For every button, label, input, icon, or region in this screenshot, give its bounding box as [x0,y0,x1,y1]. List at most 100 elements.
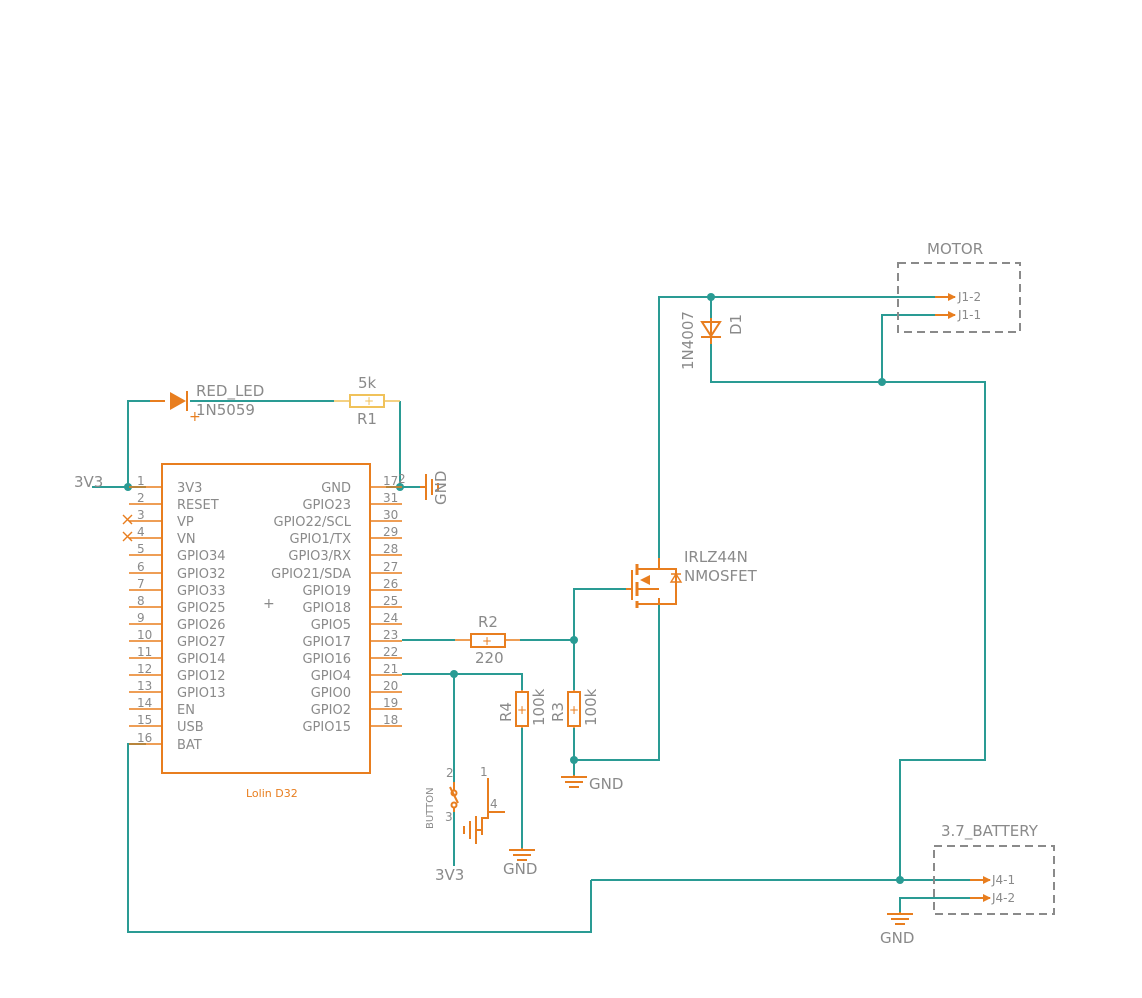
mcu-pin-number: 1 [137,474,145,488]
mcu-origin-cross: + [263,596,275,612]
mcu-pin-label: BAT [177,738,202,753]
mcu-pin-number: 4 [137,525,145,539]
led-value: 1N5059 [196,401,255,419]
mcu-pin-label: GPIO18 [302,601,351,616]
junctions [124,293,904,884]
mcu-pin-number: 14 [137,696,152,710]
mcu-pin-label: GPIO22/SCL [274,515,352,530]
button-pin3: 3 [445,810,453,824]
r1-name: R1 [357,410,377,428]
mcu-pin-label: GPIO32 [177,567,226,582]
mcu-pin-left[interactable]: 1 3V3 [129,474,202,496]
mcu-pin-label: EN [177,703,195,718]
motor-connector[interactable]: MOTOR J1-2 J1-1 [897,240,1021,333]
wire-drain [658,296,711,558]
mcu-pin-number: 9 [137,611,145,625]
gnd-symbol-r3: GND [561,775,623,793]
mcu-pin-label: 3V3 [177,481,202,496]
wire-motor-j11 [881,314,948,382]
mcu-pin-number: 18 [383,713,398,727]
mcu-pin-label: VN [177,532,196,547]
mcu-pin-number: 7 [137,577,145,591]
mcu-pin-label: GPIO25 [177,601,226,616]
red-led[interactable]: RED_LED 1N5059 + [150,382,264,425]
resistor-r3[interactable]: + R3 100k [549,688,600,728]
r4-value: 100k [530,688,548,726]
gnd-symbol-r4: GND [503,848,537,878]
r3-name: R3 [549,702,567,722]
mcu-pin-label: VP [177,515,194,530]
resistor-r1[interactable]: + 5k R1 [334,374,400,428]
mcu-pin-number: 28 [383,542,398,556]
mcu-pin-label: GPIO0 [311,686,351,701]
wire-gate [573,588,626,640]
label-3v3-button: 3V3 [435,866,464,884]
mcu-pin-label: GPIO17 [302,635,351,650]
label-gnd-top: GND [432,471,450,505]
push-button[interactable]: 2 1 3 4 BUTTON [425,765,505,844]
mcu-pin-label: RESET [177,498,219,513]
mosfet-name: IRLZ44N [684,548,748,566]
mcu-pin-number: 15 [137,713,152,727]
mcu-pin-number: 20 [383,679,398,693]
nc-mark-vp [122,514,133,525]
resistor-r4[interactable]: + R4 100k [497,688,548,728]
mcu-pin-label: GPIO33 [177,584,226,599]
mcu-pin-number: 17 [383,474,398,488]
wire-led-anode [127,400,165,487]
nc-mark-vn [122,531,133,542]
r3-value: 100k [582,688,600,726]
mcu-pin-number: 12 [137,662,152,676]
mcu-pin-label: GND [321,481,351,496]
battery-connector[interactable]: 3.7_BATTERY J4-1 J4-2 [933,822,1055,915]
resistor-r2[interactable]: + R2 220 [455,613,520,667]
mcu-pin-label: GPIO5 [311,618,351,633]
button-name: BUTTON [425,787,436,829]
diode-value: 1N4007 [679,311,697,370]
mcu-pin-label: GPIO4 [311,669,351,684]
mcu-pin-label: GPIO12 [177,669,226,684]
mcu-pin-label: GPIO23 [302,498,351,513]
mosfet-irlz44n[interactable]: IRLZ44N NMOSFET [626,548,758,608]
button-pin2: 2 [446,766,454,780]
gnd-symbol-top: GND [420,471,450,505]
mcu-pin-label: GPIO2 [311,703,351,718]
mosfet-value: NMOSFET [684,567,758,585]
mcu-pin-label: GPIO15 [302,720,351,735]
diode-d1[interactable]: 1N4007 D1 [679,311,745,370]
wire-bat-j42 [899,897,975,912]
